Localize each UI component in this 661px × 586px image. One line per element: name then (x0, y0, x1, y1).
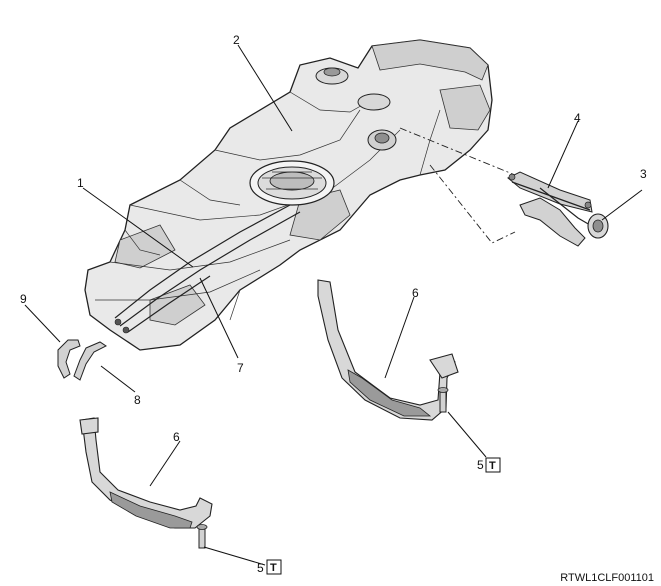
callout-5-rear-number: 5 (477, 458, 484, 472)
torque-glyph: T (270, 562, 277, 574)
centerline-upper (399, 127, 516, 176)
callout-2: 2 (233, 33, 240, 47)
fuel-tank (84, 39, 493, 351)
callout-9: 9 (20, 292, 27, 306)
callout-6-rear: 6 (412, 286, 419, 300)
tank-strap-front (79, 417, 213, 529)
fuel-pump-ring (249, 160, 335, 206)
torque-icon (485, 457, 501, 473)
callout-5-front-number: 5 (257, 561, 264, 575)
callout-4: 4 (574, 111, 581, 125)
filler-hose-assembly (507, 171, 593, 247)
vent-hose (57, 339, 107, 381)
tank-strap-rear (317, 279, 459, 421)
leader-lines (24, 44, 643, 566)
strap-bolt-front (196, 524, 208, 549)
callout-8: 8 (134, 393, 141, 407)
strap-bolt-rear (437, 387, 449, 413)
torque-icon (266, 559, 282, 575)
callout-3: 3 (640, 167, 647, 181)
centerline-lower (429, 164, 516, 244)
callout-5-front: 5 T (257, 559, 282, 575)
filler-neck-clamp (587, 213, 609, 239)
callout-5-rear: 5 T (477, 457, 501, 473)
torque-glyph: T (489, 460, 496, 472)
callout-7: 7 (237, 361, 244, 375)
callout-6-front: 6 (173, 430, 180, 444)
figure-id: RTWL1CLF001101 (560, 572, 654, 584)
callout-1: 1 (77, 176, 84, 190)
